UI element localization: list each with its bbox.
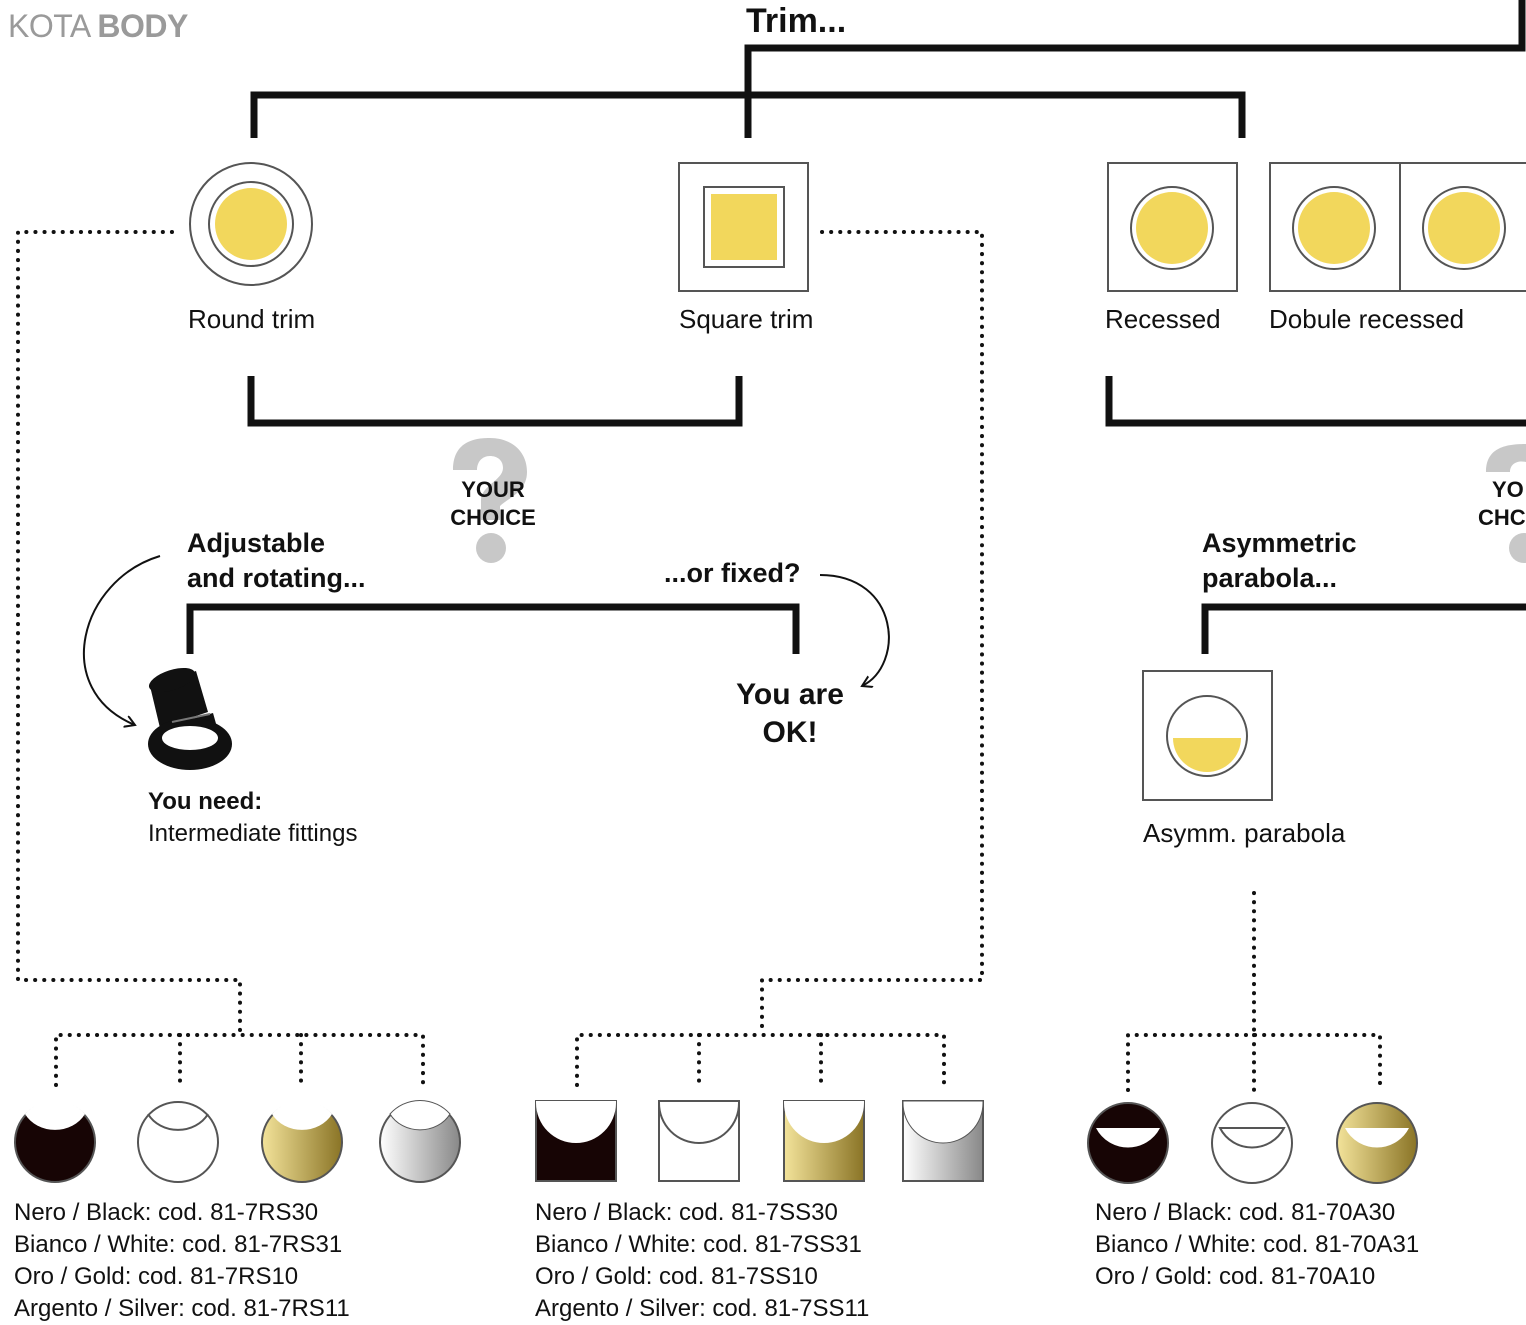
code-item: Oro / Gold: cod. 81-7RS10 (14, 1263, 299, 1290)
code-item: Bianco / White: cod. 81-70A31 (1095, 1231, 1420, 1258)
double-recessed-label: Dobule recessed (1269, 304, 1465, 334)
your-choice-line1: YOUR (461, 477, 525, 502)
asymm-parabola-label: Asymm. parabola (1143, 818, 1346, 848)
finish-square-gold (783, 1100, 865, 1182)
asymmetric-line1: Asymmetric (1202, 528, 1357, 558)
your-choice-line2: CHOICE (450, 504, 536, 530)
code-item: Nero / Black: cod. 81-7RS30 (14, 1199, 319, 1226)
adjustable-line2: and rotating... (187, 563, 366, 594)
finish-square-white (658, 1100, 740, 1182)
adjust-fixed-bracket (186, 603, 800, 654)
code-item: Argento / Silver: cod. 81-7RS11 (14, 1295, 350, 1322)
adjustable-line1: Adjustable (187, 528, 326, 558)
fixed-label: ...or fixed? (664, 558, 801, 588)
finish-asymm-gold (1336, 1102, 1418, 1184)
round-codes-list: Nero / Black: cod. 81-7RS30 Bianco / Whi… (14, 1197, 350, 1325)
asymm-parabola-icon (1142, 670, 1273, 801)
code-item: Argento / Silver: cod. 81-7SS11 (535, 1295, 870, 1322)
finish-round-white (137, 1101, 219, 1183)
you-are-ok-label: You are OK! (722, 676, 858, 751)
finish-round-silver (379, 1100, 461, 1183)
recessed-icon (1107, 162, 1238, 292)
brand-logo: KOTA BODY (8, 8, 188, 45)
your-choice-right-line1: YO (1492, 477, 1524, 502)
finish-asymm-black (1087, 1102, 1169, 1184)
you-need-block: You need: Intermediate fittings (148, 786, 357, 850)
recessed-label: Recessed (1105, 304, 1221, 334)
finish-asymm-white (1211, 1102, 1293, 1184)
asymmetric-label: Asymmetric parabola... (1202, 526, 1357, 596)
trim-brackets (247, 376, 1526, 427)
your-choice-label-right: YO CHC (1478, 476, 1526, 531)
brand-prefix: KOTA (8, 8, 89, 44)
curved-arrow-left (83, 555, 161, 725)
brand-bold: BODY (97, 8, 188, 44)
asymmetric-line2: parabola... (1202, 563, 1338, 594)
adjustable-label: Adjustable and rotating... (187, 526, 366, 596)
code-item: Bianco / White: cod. 81-7SS31 (535, 1231, 862, 1258)
you-need-title: You need: (148, 788, 263, 815)
round-trim-label: Round trim (188, 304, 316, 334)
question-mark-icon (453, 438, 527, 563)
round-trim-icon (189, 162, 313, 286)
finish-square-black (535, 1100, 617, 1182)
code-item: Nero / Black: cod. 81-7SS30 (535, 1199, 838, 1226)
question-mark-icon-right (1486, 444, 1526, 563)
dotted-connectors (16, 230, 1382, 1092)
your-choice-label: YOUR CHOICE (440, 476, 546, 531)
square-codes-list: Nero / Black: cod. 81-7SS30 Bianco / Whi… (535, 1197, 869, 1325)
finish-round-gold (261, 1100, 343, 1183)
diagram-title: Trim... (746, 2, 847, 40)
code-item: Oro / Gold: cod. 81-7SS10 (535, 1263, 818, 1290)
your-choice-right-line2: CHC (1478, 504, 1526, 530)
finish-square-silver (902, 1100, 984, 1182)
you-need-text: Intermediate fittings (148, 820, 358, 847)
double-recessed-icon (1269, 162, 1526, 292)
code-item: Bianco / White: cod. 81-7RS31 (14, 1231, 343, 1258)
intermediate-fitting-icon (148, 667, 232, 770)
code-item: Oro / Gold: cod. 81-70A10 (1095, 1263, 1376, 1290)
you-are-ok-line2: OK! (762, 715, 818, 749)
curved-arrow-right (819, 574, 890, 686)
asymm-codes-list: Nero / Black: cod. 81-70A30 Bianco / Whi… (1095, 1197, 1419, 1293)
square-trim-icon (678, 162, 809, 292)
you-are-ok-line1: You are (736, 678, 844, 711)
top-connector-lines (250, 0, 1526, 138)
asymmetric-bracket (1201, 603, 1526, 654)
finish-round-black (14, 1100, 96, 1183)
code-item: Nero / Black: cod. 81-70A30 (1095, 1199, 1396, 1226)
square-trim-label: Square trim (679, 304, 814, 334)
